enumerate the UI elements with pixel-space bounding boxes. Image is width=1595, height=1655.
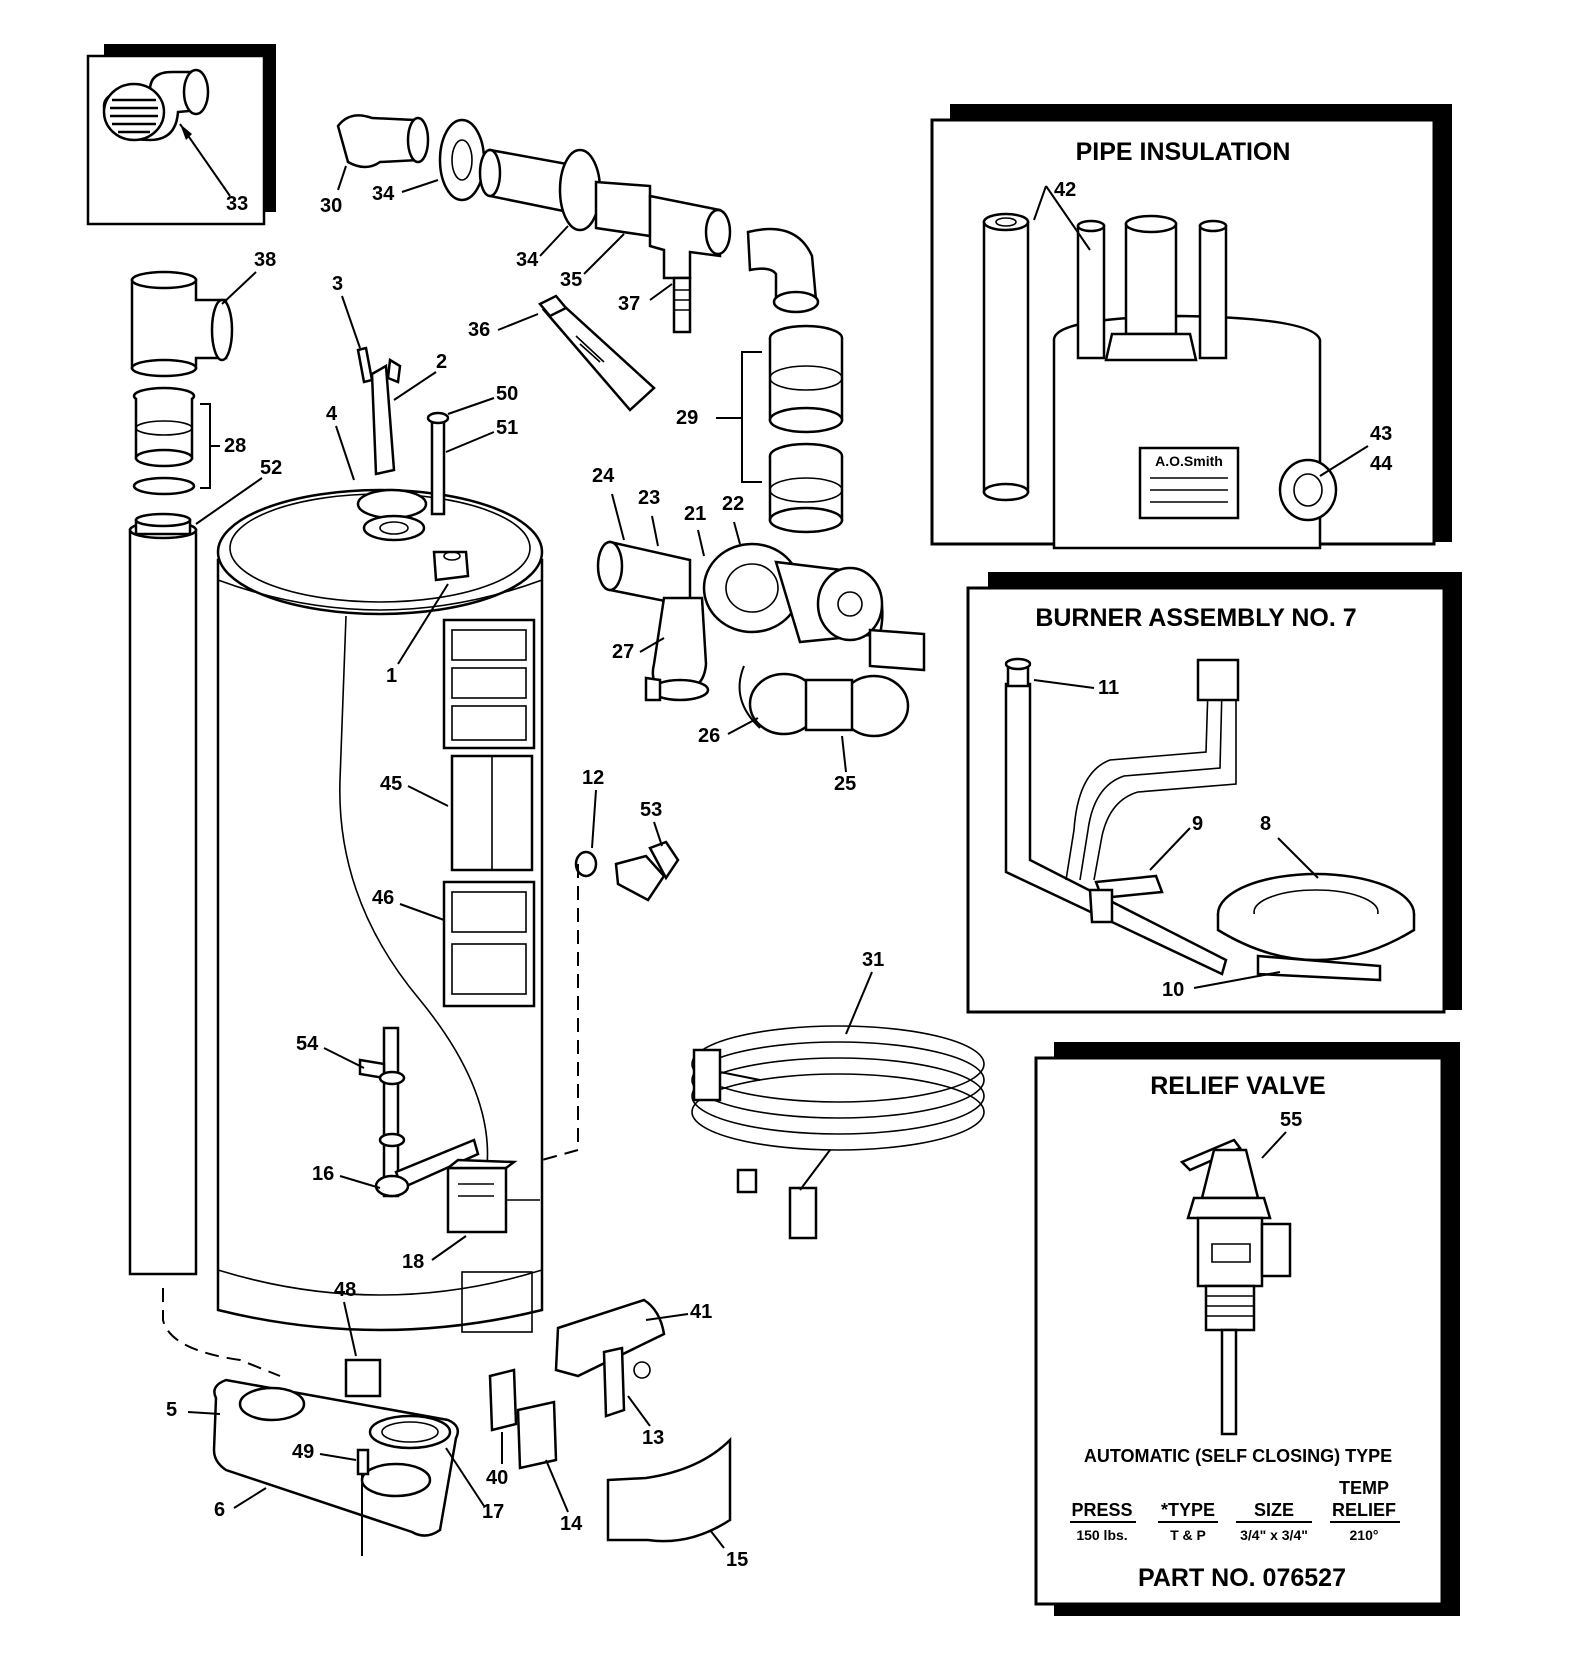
- relief-valve-part-number: PART NO. 076527: [1138, 1564, 1346, 1592]
- sealant-tube: [538, 294, 656, 412]
- callout-5: 5: [166, 1399, 177, 1421]
- callout-43: 43: [1370, 423, 1392, 445]
- callout-40: 40: [486, 1467, 508, 1489]
- callout-8: 8: [1260, 813, 1271, 835]
- pipe-insulation-title: PIPE INSULATION: [1076, 138, 1291, 166]
- callout-48: 48: [334, 1279, 356, 1301]
- callout-54: 54: [296, 1033, 319, 1055]
- callout-10: 10: [1162, 979, 1184, 1001]
- callout-45: 45: [380, 773, 402, 795]
- coupling-set: 28: [132, 386, 246, 496]
- drain-valve: 12 53: [541, 767, 680, 1161]
- wire-harness: 31: [691, 949, 985, 1240]
- labels: [442, 618, 536, 1333]
- callout-50: 50: [496, 383, 518, 405]
- callout-14: 14: [560, 1513, 583, 1535]
- spec-type-header: *TYPE: [1161, 1500, 1215, 1520]
- callout-36: 36: [468, 319, 490, 341]
- callout-35: 35: [560, 269, 582, 291]
- callout-2: 2: [436, 351, 447, 373]
- callout-24: 24: [592, 465, 615, 487]
- spec-temp-line1: TEMP: [1339, 1478, 1389, 1498]
- callout-33: 33: [226, 193, 248, 215]
- spec-size-header: SIZE: [1254, 1500, 1294, 1520]
- coupler-set: [768, 324, 844, 534]
- callout-49: 49: [292, 1441, 314, 1463]
- callout-34-lower: 34: [516, 249, 539, 271]
- callout-1: 1: [386, 665, 397, 687]
- callout-22: 22: [722, 493, 744, 515]
- callout-16: 16: [312, 1163, 334, 1185]
- burner-assembly-title: BURNER ASSEMBLY NO. 7: [1035, 604, 1356, 632]
- callout-37: 37: [618, 293, 640, 315]
- blower-assembly: 24 23 21 22 27 26 25: [592, 465, 926, 795]
- burner-assembly-panel: BURNER ASSEMBLY NO. 7 11 9 8 10: [966, 572, 1462, 1014]
- callout-11: 11: [1098, 677, 1119, 699]
- callout-27: 27: [612, 641, 634, 663]
- callout-41: 41: [690, 1301, 712, 1323]
- callout-34-upper: 34: [372, 183, 395, 205]
- base-parts: 5 6 49 17: [166, 1378, 504, 1556]
- spec-type-value: T & P: [1170, 1527, 1206, 1543]
- relief-valve-type-note: AUTOMATIC (SELF CLOSING) TYPE: [1084, 1446, 1392, 1466]
- callout-9: 9: [1192, 813, 1203, 835]
- spec-press-header: PRESS: [1071, 1500, 1132, 1520]
- callout-6: 6: [214, 1499, 225, 1521]
- callout-44: 44: [1370, 453, 1393, 475]
- flue-tee: 38: [130, 249, 276, 378]
- flue-pipe: 52: [128, 457, 282, 1377]
- callout-30: 30: [320, 195, 342, 217]
- spec-temp-value: 210°: [1350, 1527, 1379, 1543]
- vent-piping: 30 34 34 35 37 36: [320, 114, 844, 534]
- spec-press-value: 150 lbs.: [1076, 1527, 1127, 1543]
- inset-vent-cap: 33: [86, 44, 276, 226]
- vent-cap-elbow: [102, 68, 210, 142]
- callout-42: 42: [1054, 179, 1076, 201]
- callout-38: 38: [254, 249, 276, 271]
- callout-23: 23: [638, 487, 660, 509]
- brackets: 40 14 41 13 15: [486, 1298, 748, 1571]
- callout-4: 4: [326, 403, 338, 425]
- callout-25: 25: [834, 773, 856, 795]
- callout-53: 53: [640, 799, 662, 821]
- relief-valve-spec-table: TEMP PRESS *TYPE SIZE RELIEF 150 lbs. T …: [1070, 1478, 1400, 1543]
- callout-12: 12: [582, 767, 604, 789]
- callout-21: 21: [684, 503, 706, 525]
- pipe-insulation-panel: PIPE INSULATION 42 A.O.Smith 43 44: [930, 104, 1452, 550]
- callout-31: 31: [862, 949, 884, 971]
- water-heater-tank: 45 46 3 2 4 50 51 1 54: [216, 273, 544, 1398]
- callout-17: 17: [482, 1501, 504, 1523]
- spec-size-value: 3/4" x 3/4": [1240, 1527, 1308, 1543]
- callout-26: 26: [698, 725, 720, 747]
- brand-label: A.O.Smith: [1155, 453, 1223, 469]
- relief-valve-title: RELIEF VALVE: [1150, 1072, 1325, 1100]
- callout-29: 29: [676, 407, 698, 429]
- relief-valve-panel: RELIEF VALVE 55 AUTOMATIC (SELF CLOSING)…: [1034, 1042, 1460, 1616]
- callout-3: 3: [332, 273, 343, 295]
- callout-15: 15: [726, 1549, 748, 1571]
- callout-18: 18: [402, 1251, 424, 1273]
- callout-13: 13: [642, 1427, 664, 1449]
- callout-52: 52: [260, 457, 282, 479]
- relief-valve-drawing: [1179, 1138, 1292, 1436]
- callout-28: 28: [224, 435, 246, 457]
- callout-55: 55: [1280, 1109, 1302, 1131]
- callout-46: 46: [372, 887, 394, 909]
- spec-temp-header: RELIEF: [1332, 1500, 1396, 1520]
- callout-51: 51: [496, 417, 518, 439]
